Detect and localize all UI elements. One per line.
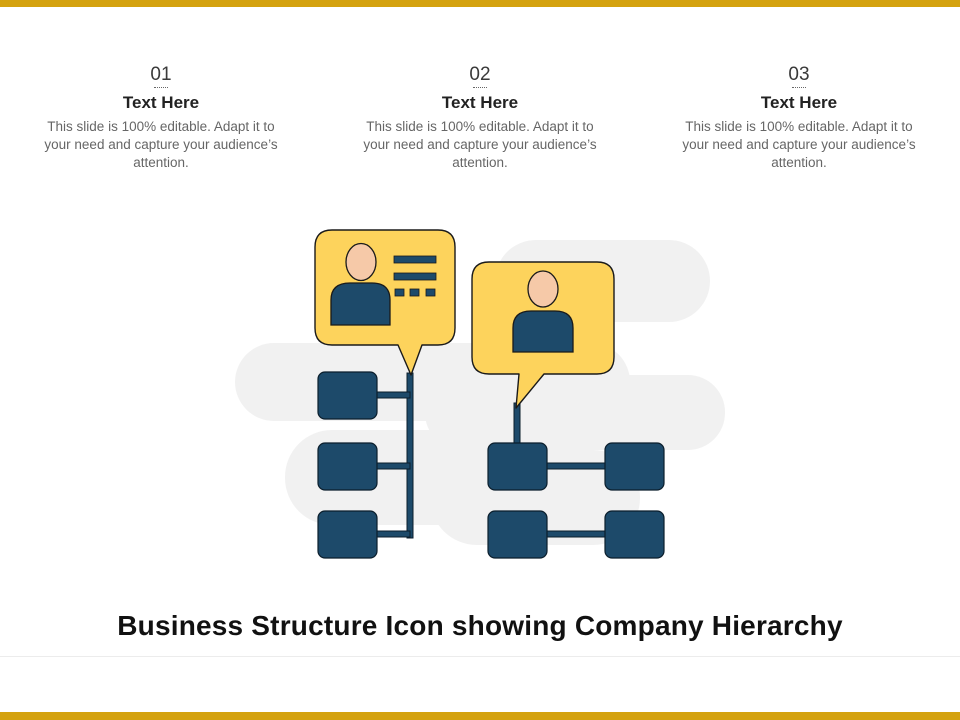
column-heading: Text Here [441,93,519,112]
text-column-02: 02 Text Here This slide is 100% editable… [355,62,605,172]
number-underline [154,85,168,88]
speech-bubble-person [471,261,615,409]
bottom-divider [0,656,960,657]
column-number: 03 [788,64,810,85]
left-tree-connectors [375,372,414,539]
text-column-01: 01 Text Here This slide is 100% editable… [36,62,286,172]
column-description: This slide is 100% editable. Adapt it to… [363,119,597,170]
person-body-icon [512,310,574,353]
card-dot-icon [394,288,405,297]
column-description: This slide is 100% editable. Adapt it to… [44,119,278,170]
bottom-accent-bar [0,712,960,720]
column-number: 01 [150,64,172,85]
org-node [317,510,378,559]
top-accent-bar [0,0,960,7]
org-node [487,442,548,491]
number-underline [792,85,806,88]
column-description: This slide is 100% editable. Adapt it to… [682,119,916,170]
org-node [317,442,378,491]
card-text-line-icon [393,272,437,281]
number-underline [473,85,487,88]
person-body-icon [330,282,391,326]
person-head-icon [345,242,377,282]
column-heading: Text Here [760,93,838,112]
org-node [317,371,378,420]
card-dot-icon [409,288,420,297]
hierarchy-diagram [235,229,725,559]
card-text-line-icon [393,255,437,264]
right-tree-nodes [487,442,665,559]
org-node [604,510,665,559]
page-title: Business Structure Icon showing Company … [117,610,843,641]
left-tree-nodes [317,371,378,559]
text-column-03: 03 Text Here This slide is 100% editable… [674,62,924,172]
person-head-icon [527,270,559,308]
org-node [604,442,665,491]
org-node [487,510,548,559]
card-dot-icon [425,288,436,297]
column-heading: Text Here [122,93,200,112]
column-number: 02 [469,64,491,85]
speech-bubble-profile-card [314,229,456,376]
